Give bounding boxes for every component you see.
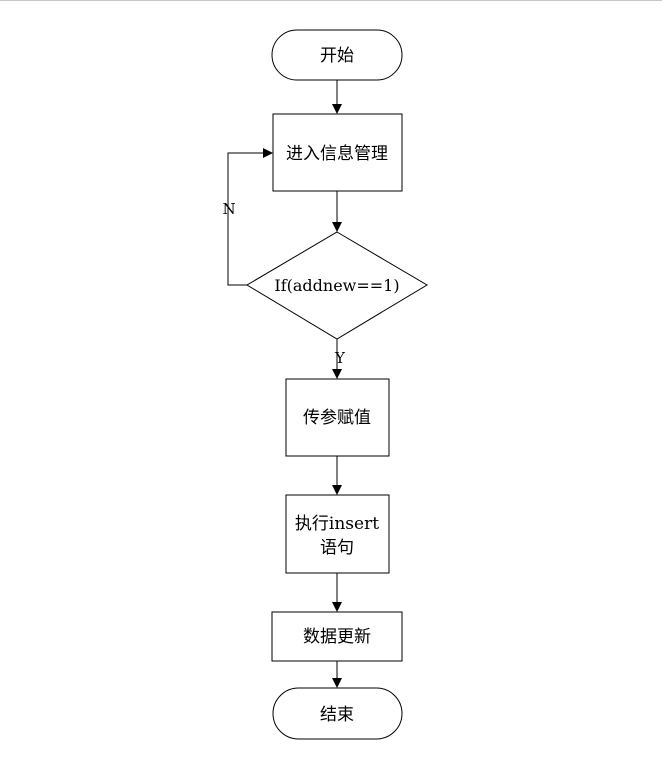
end-node: 结束 — [272, 687, 403, 740]
enter-info-node: 进入信息管理 — [272, 113, 403, 192]
top-border-line — [0, 0, 662, 1]
yes-branch-label: Y — [334, 349, 346, 367]
data-update-label: 数据更新 — [303, 627, 371, 647]
enter-info-label: 进入信息管理 — [286, 144, 388, 164]
exec-insert-label-line2: 语句 — [320, 538, 354, 558]
exec-insert-label-line1: 执行insert — [295, 514, 379, 534]
start-label: 开始 — [320, 46, 354, 66]
start-node: 开始 — [271, 29, 403, 81]
pass-params-label: 传参赋值 — [303, 408, 371, 428]
data-update-node: 数据更新 — [271, 611, 403, 662]
condition-label: If(addnew==1) — [274, 276, 399, 295]
no-branch-label: N — [222, 200, 235, 218]
edge-condition-no-loop — [227, 148, 273, 286]
pass-params-node: 传参赋值 — [285, 378, 390, 457]
condition-node: If(addnew==1) — [246, 231, 428, 340]
end-label: 结束 — [320, 705, 354, 725]
exec-insert-node: 执行insert 语句 — [285, 494, 390, 574]
